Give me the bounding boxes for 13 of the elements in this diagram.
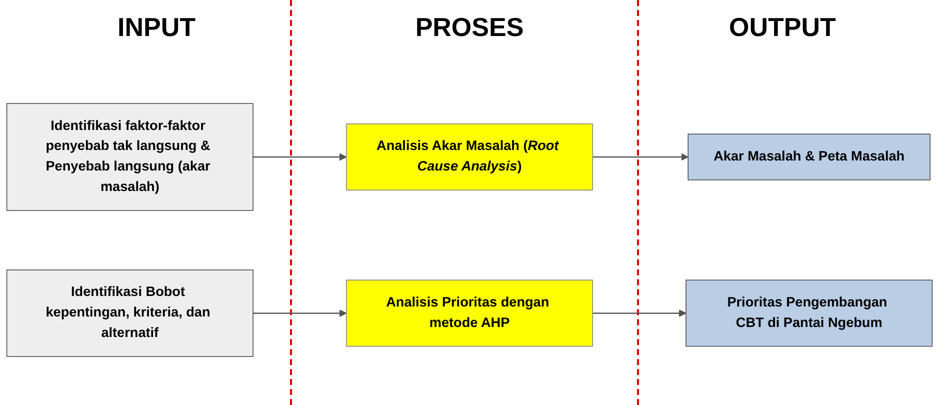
arrow xyxy=(253,153,347,161)
node-box: Analisis Prioritas dengan metode AHP xyxy=(346,280,594,347)
arrow xyxy=(592,309,686,317)
column-heading: PROSES xyxy=(415,12,524,42)
node-box: Identifikasi Bobot kepentingan, kriteria, dan alternatif xyxy=(6,269,254,357)
arrow xyxy=(592,153,688,161)
arrow xyxy=(253,309,347,317)
column-heading: INPUT xyxy=(118,12,196,42)
node-box: Identifikasi faktor-faktor penyebab tak langsung & Penyebab langsung (akar masalah) xyxy=(6,103,254,211)
column-heading: OUTPUT xyxy=(729,12,836,42)
node-box: Prioritas Pengembangan CBT di Pantai Ngebum xyxy=(686,280,933,347)
node-box: Analisis Akar Masalah (Root Cause Analysis) xyxy=(346,123,594,191)
node-box: Akar Masalah & Peta Masalah xyxy=(688,134,930,180)
